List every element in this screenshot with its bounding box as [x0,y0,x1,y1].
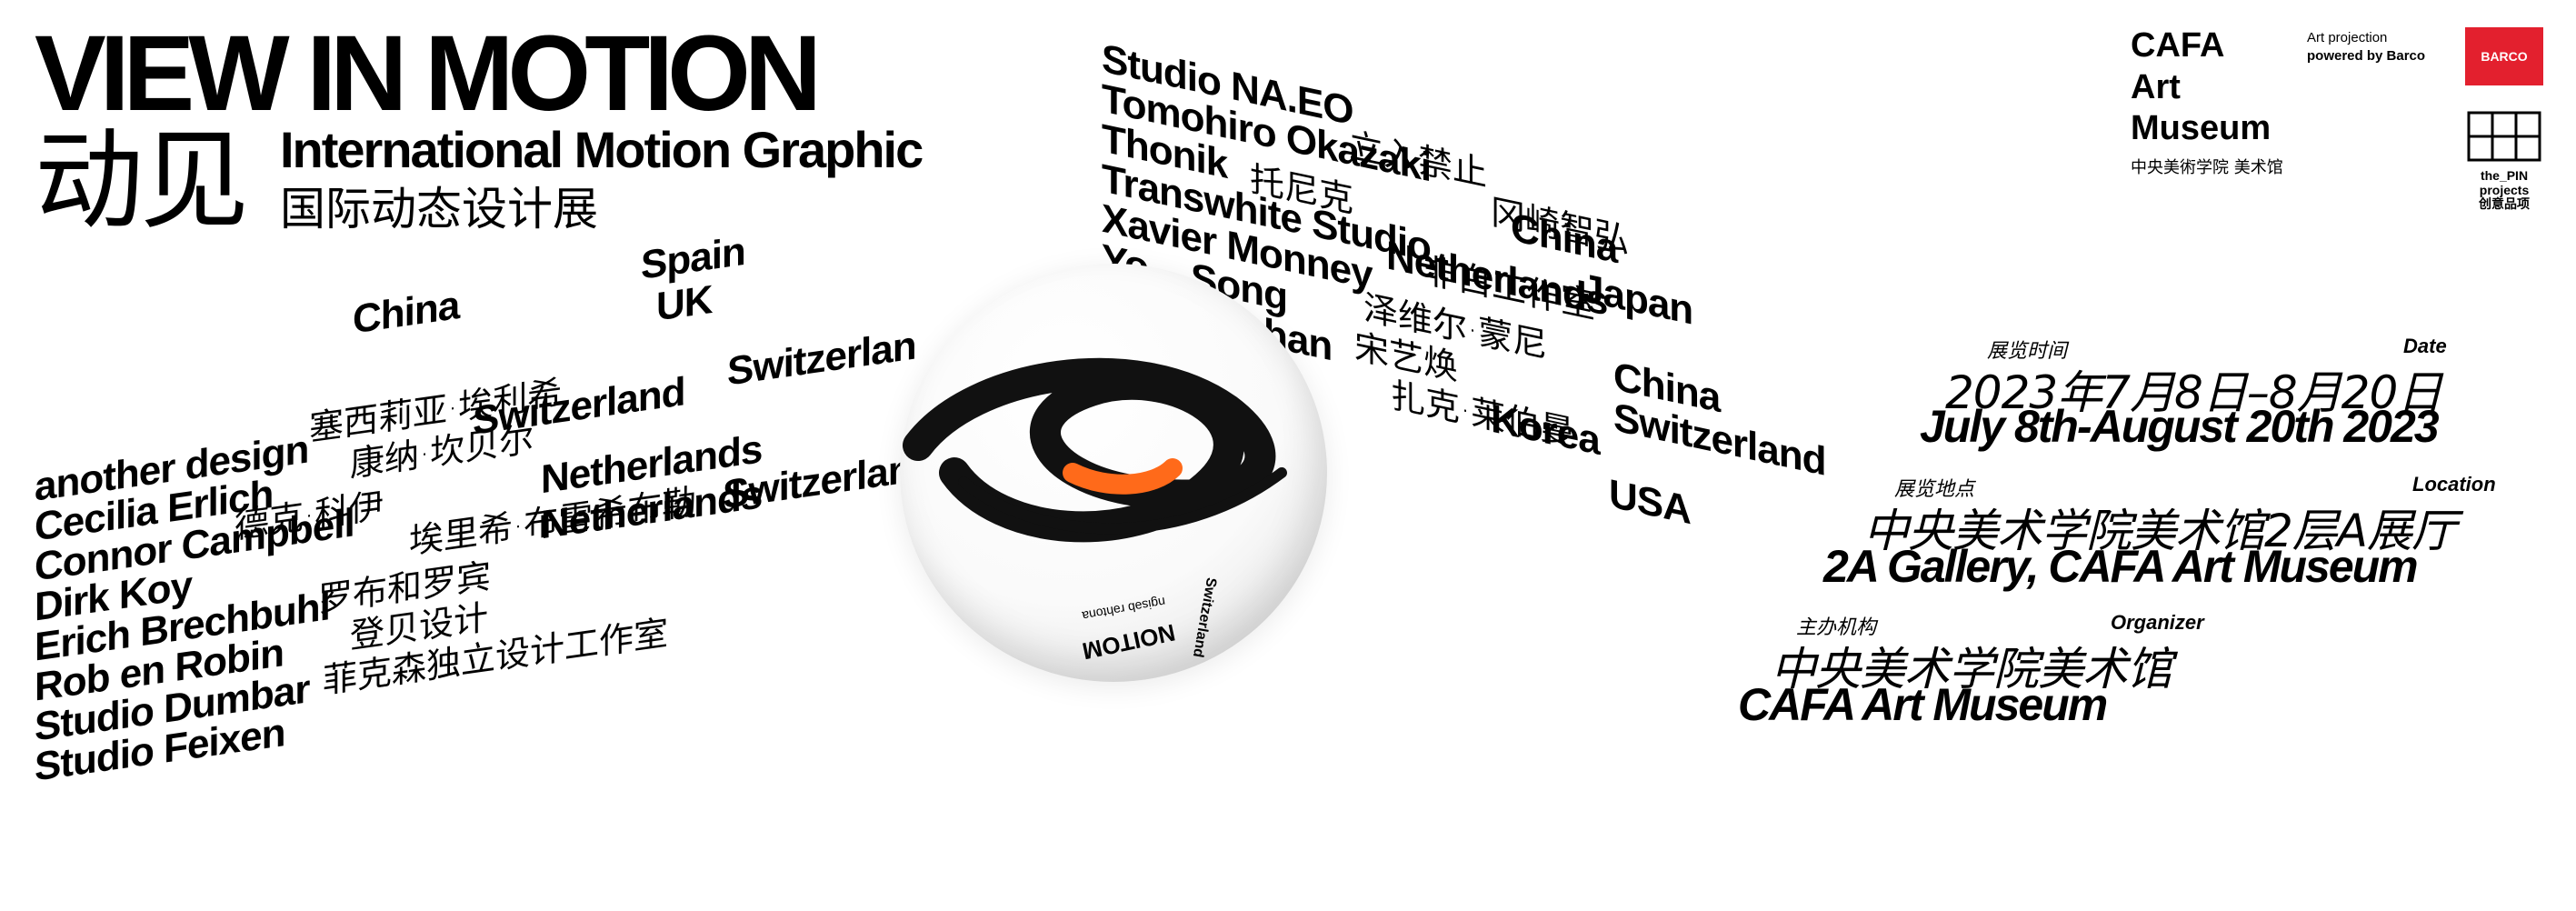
subtitle-en: International Motion Graphic [280,121,924,178]
country: China [353,282,460,343]
country: USA [1609,471,1691,534]
date-en: July 8th-August 20th 2023 [1920,401,2440,452]
location-label-en: Location [2412,473,2496,496]
country: Korea [1491,395,1600,464]
organizer-label-en: Organizer [2111,611,2204,634]
date-label-cn: 展览时间 [1987,340,2068,363]
pin-line: projects [2479,183,2530,198]
main-title: VIEW IN MOTION [35,14,822,134]
organizer-label-cn: 主办机构 [1796,616,1877,639]
pin-cn: 创意品项 [2479,197,2530,213]
title-cn-big: 动见 [35,118,249,245]
country: UK [656,276,713,330]
projection-line: Art projection [2307,30,2388,45]
cafa-cn-logo: 中央美術学院 美术馆 [2131,158,2283,177]
cafa-line: CAFA [2131,26,2225,65]
country: Switzerlan [727,323,916,395]
left-participants: another design Cecilia Erlich Connor Cam… [0,0,916,790]
projection-credit: Art projection powered by Barco [2307,29,2425,65]
subtitle-cn: 国际动态设计展 [280,183,598,235]
barco-logo: BARCO [2465,27,2543,85]
location-cn: 中央美术学院美术馆2层A展厅 [1863,505,2457,557]
organizer-cn: 中央美术学院美术馆 [1771,643,2172,696]
location-label-cn: 展览地点 [1894,478,1975,501]
cafa-logo: CAFA Art Museum [2131,25,2271,150]
glass-sphere: Switzerland NOITOM ngisəb rəhtona [900,264,1327,682]
location-en: 2A Gallery, CAFA Art Museum [1823,541,2419,592]
ribbon-graphic [903,357,1287,543]
pin-line: the_PIN [2480,168,2529,183]
pin-mark-icon [2467,111,2541,162]
date-cn: 2023年7月8日–8月20日 [1945,366,2442,419]
cafa-line: Art [2131,67,2181,106]
pin-logo: the_PIN projects 创意品项 [2465,109,2543,212]
organizer-en: CAFA Art Museum [1738,679,2108,730]
projection-line: powered by Barco [2307,47,2426,64]
date-label-en: Date [2403,335,2447,357]
country: Spain [641,228,745,288]
cafa-line: Museum [2131,109,2271,148]
